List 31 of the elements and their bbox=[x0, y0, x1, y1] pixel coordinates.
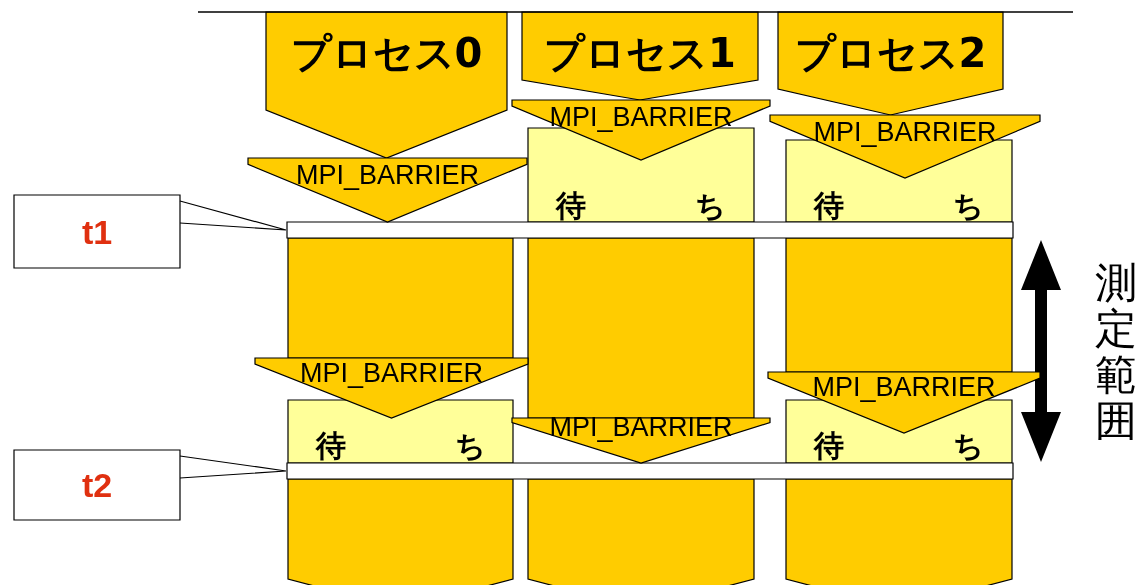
callout-box bbox=[14, 450, 180, 520]
process-label: プロセス1 bbox=[544, 29, 736, 78]
leader-line bbox=[179, 200, 287, 231]
wait-label: 待ち bbox=[814, 428, 984, 464]
time-bar bbox=[287, 222, 1013, 238]
barrier-label: MPI_BARRIER bbox=[549, 102, 733, 133]
process-block bbox=[786, 238, 1012, 372]
process-header bbox=[266, 12, 507, 158]
process-header bbox=[522, 12, 758, 100]
process-block bbox=[786, 479, 1012, 585]
barrier-label: MPI_BARRIER bbox=[812, 372, 996, 403]
process-block bbox=[288, 479, 513, 585]
barrier-label: MPI_BARRIER bbox=[296, 160, 480, 191]
wait-label: 待ち bbox=[814, 188, 984, 224]
barrier-label: MPI_BARRIER bbox=[813, 117, 997, 148]
wait-zone bbox=[288, 400, 513, 463]
process-label: プロセス0 bbox=[290, 29, 483, 78]
wait-label: 待ち bbox=[315, 428, 486, 464]
process-label: プロセス2 bbox=[794, 29, 987, 78]
time-label: t2 bbox=[82, 466, 113, 505]
process-block bbox=[528, 479, 754, 585]
time-bar bbox=[287, 463, 1013, 479]
range-label: 測定範囲 bbox=[1095, 260, 1138, 444]
time-label: t1 bbox=[82, 213, 113, 252]
wait-label: 待ち bbox=[556, 188, 726, 224]
process-block bbox=[288, 238, 513, 358]
leader-line bbox=[179, 455, 287, 479]
callout-box bbox=[14, 195, 180, 268]
barrier-label: MPI_BARRIER bbox=[300, 358, 484, 389]
process-header bbox=[778, 12, 1003, 115]
barrier-label: MPI_BARRIER bbox=[549, 412, 733, 443]
